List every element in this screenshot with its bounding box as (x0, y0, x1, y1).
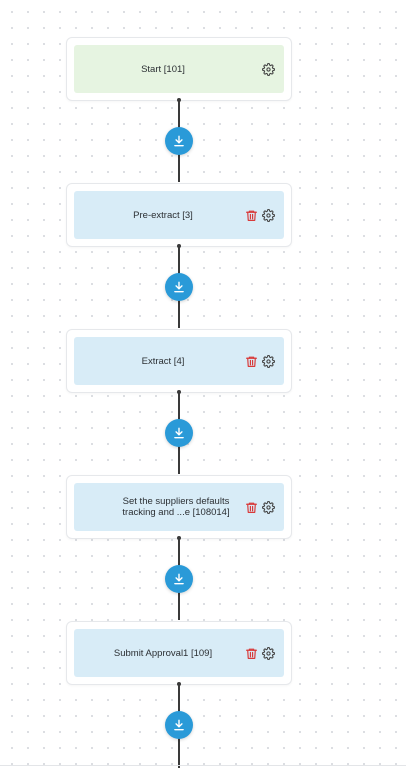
gear-icon[interactable] (262, 354, 275, 368)
trash-icon[interactable] (245, 355, 258, 368)
node-body[interactable]: Pre-extract [3] (74, 191, 284, 239)
workflow-node-pre-extract[interactable]: Pre-extract [3] (66, 183, 292, 247)
insert-step-button[interactable] (165, 711, 193, 739)
download-arrow-icon (174, 135, 184, 147)
node-body[interactable]: Submit Approval1 [109] (74, 629, 284, 677)
gear-icon[interactable] (262, 646, 275, 660)
workflow-node-start[interactable]: Start [101] (66, 37, 292, 101)
node-label: Set the suppliers defaults tracking and … (122, 496, 230, 518)
node-label: Start [101] (141, 63, 185, 75)
download-arrow-icon (174, 427, 184, 439)
gear-icon[interactable] (262, 62, 275, 76)
insert-step-button[interactable] (165, 273, 193, 301)
trash-icon[interactable] (245, 647, 258, 660)
workflow-node-submit-approval[interactable]: Submit Approval1 [109] (66, 621, 292, 685)
node-body[interactable]: Set the suppliers defaults tracking and … (74, 483, 284, 531)
node-label: Pre-extract [3] (133, 209, 193, 221)
download-arrow-icon (174, 719, 184, 731)
insert-step-button[interactable] (165, 127, 193, 155)
download-arrow-icon (174, 573, 184, 585)
gear-icon[interactable] (262, 500, 275, 514)
workflow-node-set-supplier-defaults[interactable]: Set the suppliers defaults tracking and … (66, 475, 292, 539)
node-body[interactable]: Extract [4] (74, 337, 284, 385)
trash-icon[interactable] (245, 209, 258, 222)
node-label: Submit Approval1 [109] (113, 647, 213, 659)
insert-step-button[interactable] (165, 419, 193, 447)
trash-icon[interactable] (245, 501, 258, 514)
download-arrow-icon (174, 281, 184, 293)
canvas-bottom-divider (0, 765, 406, 766)
insert-step-button[interactable] (165, 565, 193, 593)
workflow-node-extract[interactable]: Extract [4] (66, 329, 292, 393)
node-label: Extract [4] (141, 355, 185, 367)
gear-icon[interactable] (262, 208, 275, 222)
node-body[interactable]: Start [101] (74, 45, 284, 93)
